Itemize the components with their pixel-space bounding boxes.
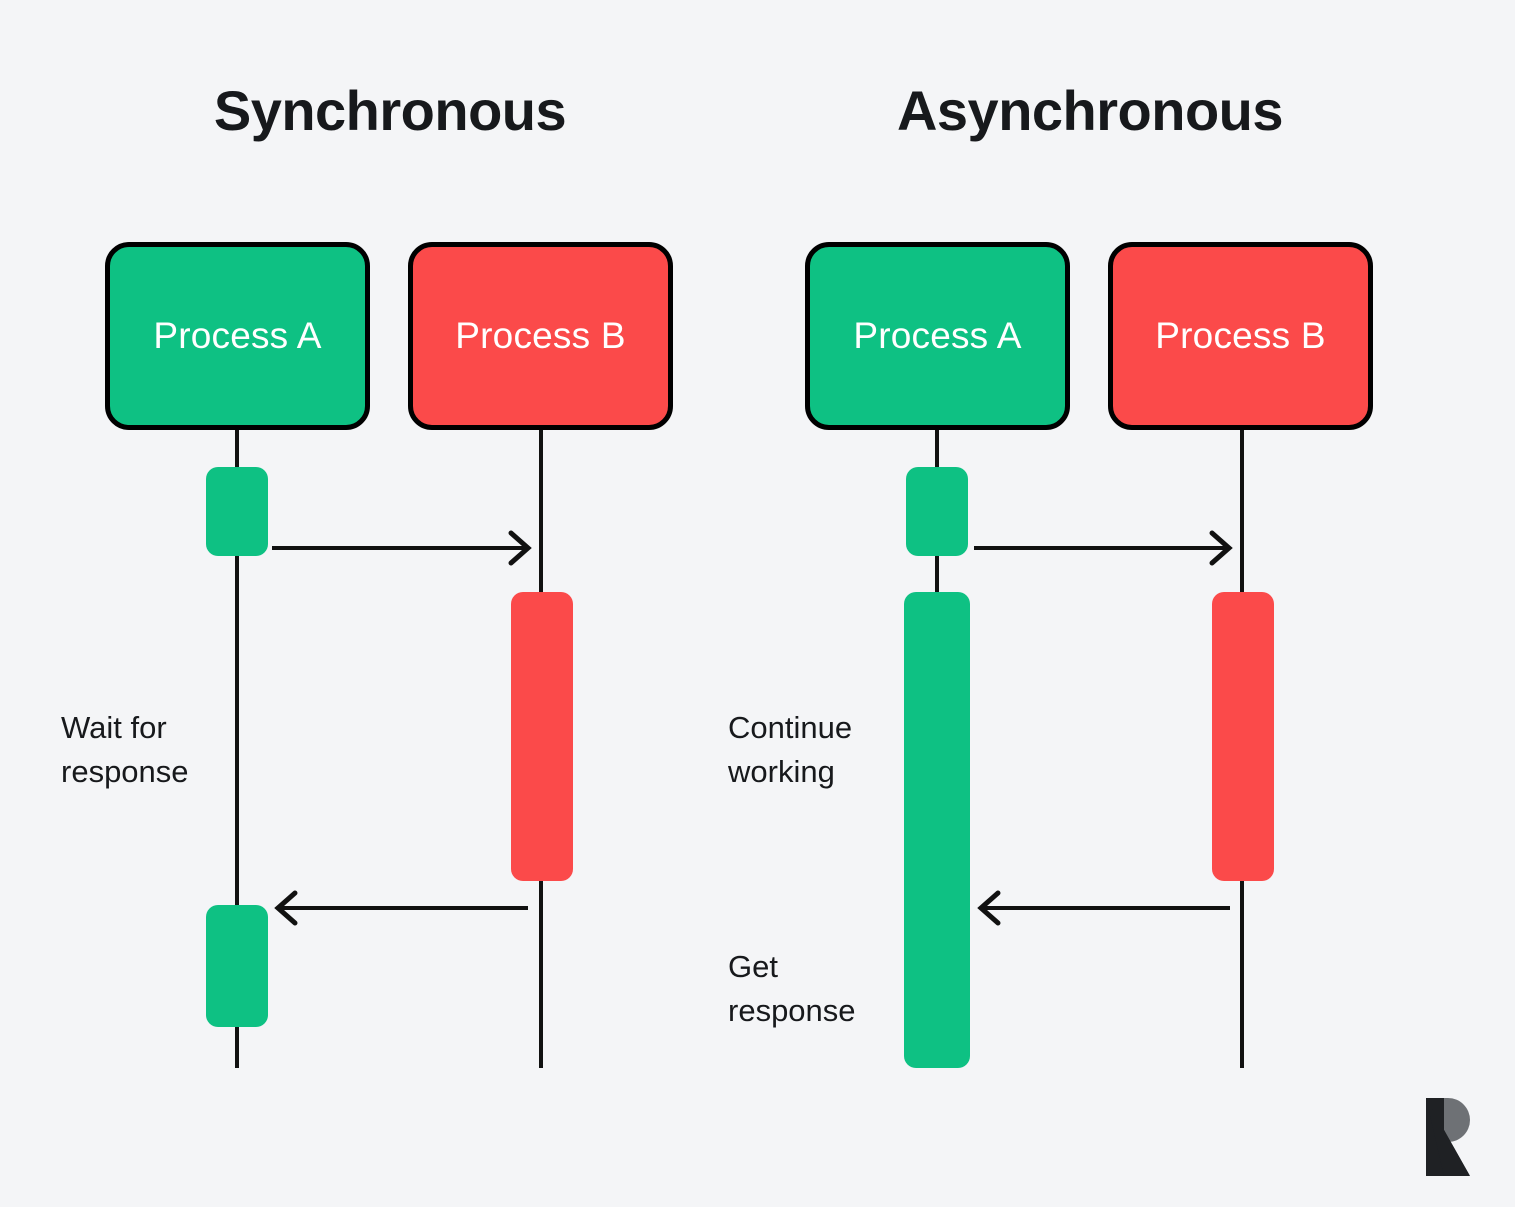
panel-title-asynchronous: Asynchronous: [896, 79, 1284, 142]
panel-title-synchronous: Synchronous: [213, 79, 567, 142]
process-box-sync-process-a[interactable]: Process A: [105, 242, 370, 430]
message-line-sync-response: [277, 906, 528, 910]
message-line-sync-request: [272, 546, 527, 550]
note-async-get-response: Get response: [728, 949, 856, 1029]
activation-async-a-request: [906, 467, 968, 556]
lifeline-sync-process-a: [235, 430, 239, 1068]
activation-async-b-handle: [1212, 592, 1274, 881]
brand-r-logo: [1418, 1098, 1478, 1176]
arrowhead-left-async-response: [975, 890, 1009, 926]
process-box-label: Process A: [853, 315, 1022, 356]
message-line-async-request: [974, 546, 1228, 550]
process-box-async-process-b[interactable]: Process B: [1108, 242, 1373, 430]
process-box-label: Process B: [1155, 315, 1326, 356]
arrowhead-left-sync-response: [272, 890, 306, 926]
note-sync-wait-for-response: Wait for response: [61, 710, 189, 790]
note-async-continue-working: Continue working: [728, 710, 853, 790]
activation-async-a-working: [904, 592, 970, 1068]
arrowhead-right-sync-request: [505, 530, 539, 566]
process-box-label: Process B: [455, 315, 626, 356]
activation-sync-b-handle: [511, 592, 573, 881]
activation-sync-a-request: [206, 467, 268, 556]
process-box-async-process-a[interactable]: Process A: [805, 242, 1070, 430]
activation-sync-a-receive: [206, 905, 268, 1027]
message-line-async-response: [980, 906, 1230, 910]
arrowhead-right-async-request: [1206, 530, 1240, 566]
process-box-sync-process-b[interactable]: Process B: [408, 242, 673, 430]
process-box-label: Process A: [153, 315, 322, 356]
